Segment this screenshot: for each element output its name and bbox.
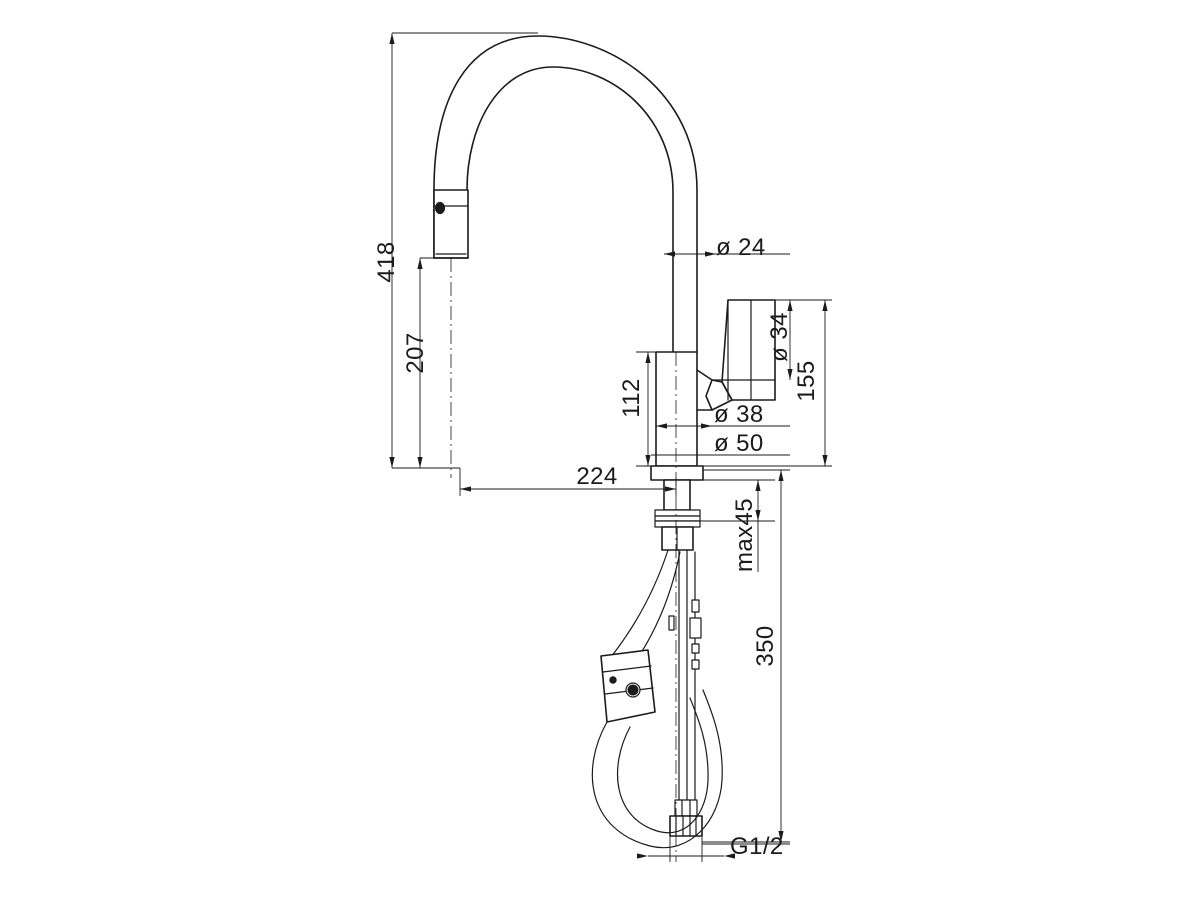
dim-label-diameter-34: ø 34 <box>766 312 793 362</box>
dimension-supply-thread-g12: G1/2 <box>637 833 790 862</box>
dimension-spout-reach-224: 224 <box>459 463 677 496</box>
supply-tube-assembly <box>668 549 703 837</box>
dimension-handle-height-155: 155 <box>703 299 832 467</box>
dim-label-max45: max45 <box>731 498 758 572</box>
lever-handle <box>711 299 776 411</box>
hose-counterweight <box>600 649 656 723</box>
dimension-spout-diameter-24: ø 24 <box>664 234 790 261</box>
dim-label-diameter-38: ø 38 <box>714 401 764 428</box>
faucet-spout-gooseneck <box>433 35 698 353</box>
dimension-body-height-112: 112 <box>618 351 656 467</box>
dim-label-g12: G1/2 <box>730 833 784 860</box>
dim-label-155: 155 <box>793 360 820 401</box>
dim-label-diameter-24: ø 24 <box>716 234 766 261</box>
dim-label-207: 207 <box>402 332 429 373</box>
dimension-max-deck-thickness-45: max45 <box>700 479 775 572</box>
dim-label-224: 224 <box>576 463 617 490</box>
dimension-body-diameter-38: ø 38 <box>656 401 790 429</box>
dimension-hose-length-350: 350 <box>702 469 790 843</box>
dim-label-418: 418 <box>373 241 400 282</box>
dim-label-diameter-50: ø 50 <box>714 430 764 457</box>
dim-label-350: 350 <box>752 625 779 666</box>
counterweight-knurled-boss <box>625 682 641 698</box>
dimension-handle-diameter-34: ø 34 <box>766 299 800 380</box>
faucet-body-column <box>655 351 713 467</box>
deck-mount-base <box>650 465 704 551</box>
dimension-spout-height-207: 207 <box>402 257 468 468</box>
dim-label-112: 112 <box>618 378 645 417</box>
pull-out-spray-head <box>433 189 469 259</box>
dimension-base-diameter-50: ø 50 <box>651 430 790 457</box>
dimension-overall-height-418: 418 <box>373 32 538 469</box>
